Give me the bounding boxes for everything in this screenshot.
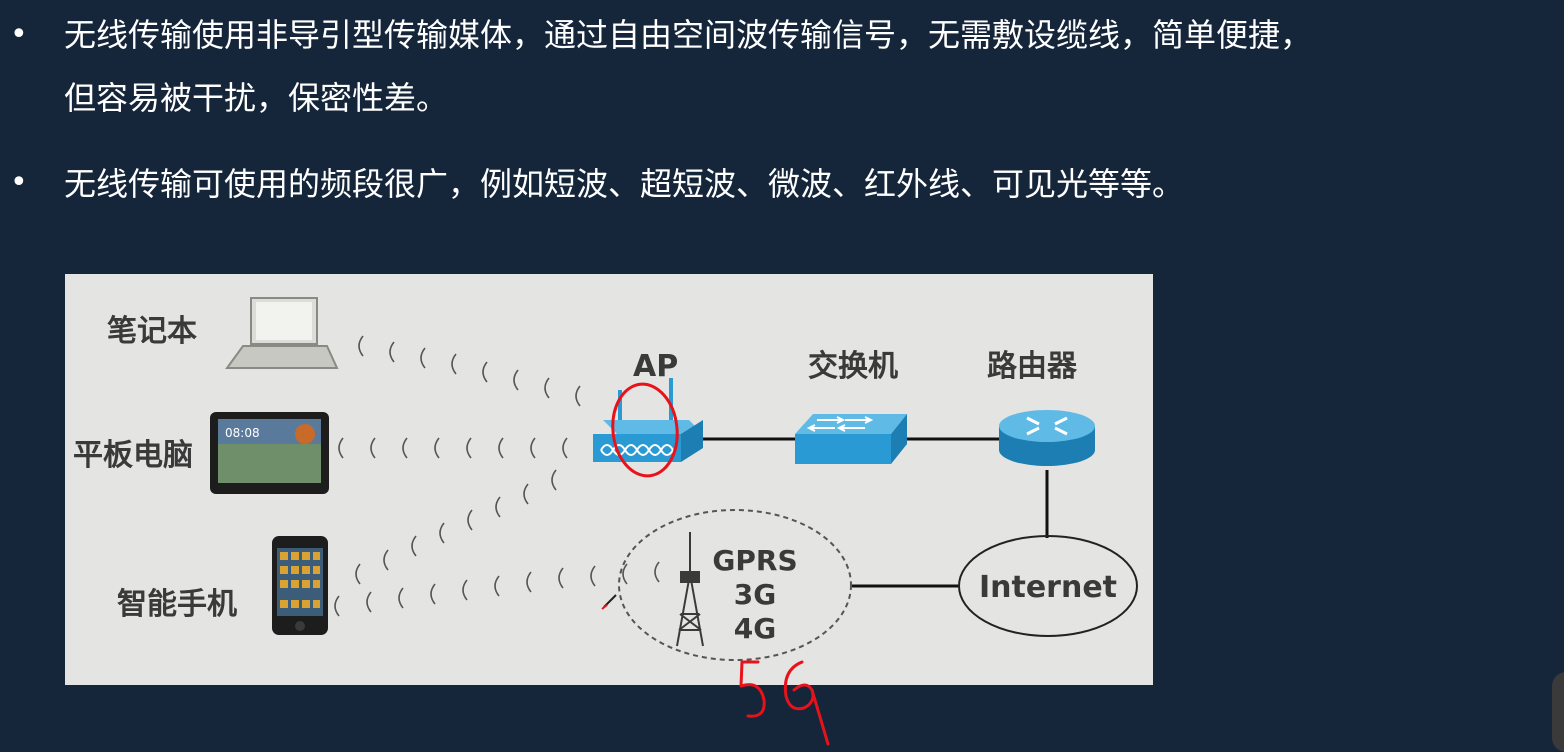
- cell-tower-icon: [676, 532, 704, 647]
- access-point-icon: [593, 378, 703, 462]
- laptop-waves: [358, 335, 581, 407]
- switch-icon: [795, 414, 907, 464]
- handwritten-5g-annotation: 5G: [739, 660, 830, 746]
- internet-ellipse: [958, 535, 1138, 637]
- bullet-marker-2: •: [10, 165, 28, 200]
- tablet-icon: 08:08: [210, 412, 329, 494]
- smartphone-label: 智能手机: [117, 587, 237, 622]
- internet-label: Internet: [979, 570, 1117, 605]
- laptop-label: 笔记本: [107, 314, 197, 349]
- smartphone-icon: [272, 536, 328, 635]
- network-diagram: 笔记本 08:08 平板电脑 智能手机: [65, 274, 1153, 685]
- switch-label: 交换机: [808, 349, 898, 384]
- tablet-waves: [338, 437, 568, 459]
- bullet-marker-1: •: [10, 17, 28, 52]
- handwritten-circle-annotation: [611, 382, 679, 478]
- cellular-zone: [618, 509, 852, 661]
- cellular-label-gprs: GPRS: [712, 544, 797, 577]
- bullet-2-line-1: 无线传输可使用的频段很广，例如短波、超短波、微波、红外线、可见光等等。: [64, 165, 1185, 203]
- phone-to-ap-waves: [355, 469, 557, 585]
- laptop-icon: [225, 297, 339, 369]
- phone-to-tower-waves: [334, 561, 660, 617]
- tablet-screen-time: 08:08: [225, 426, 260, 440]
- router-icon: [999, 410, 1095, 466]
- tablet-label: 平板电脑: [73, 438, 193, 473]
- router-label: 路由器: [987, 349, 1078, 384]
- bullet-1-line-1: 无线传输使用非导引型传输媒体，通过自由空间波传输信号，无需敷设缆线，简单便捷，: [64, 16, 1313, 54]
- cellular-label-3g: 3G: [734, 578, 776, 611]
- cellular-label-4g: 4G: [734, 612, 776, 645]
- presenter-avatar: [1552, 672, 1564, 752]
- bullet-1-line-2: 但容易被干扰，保密性差。: [64, 79, 449, 117]
- pen-cursor-icon: [601, 594, 617, 610]
